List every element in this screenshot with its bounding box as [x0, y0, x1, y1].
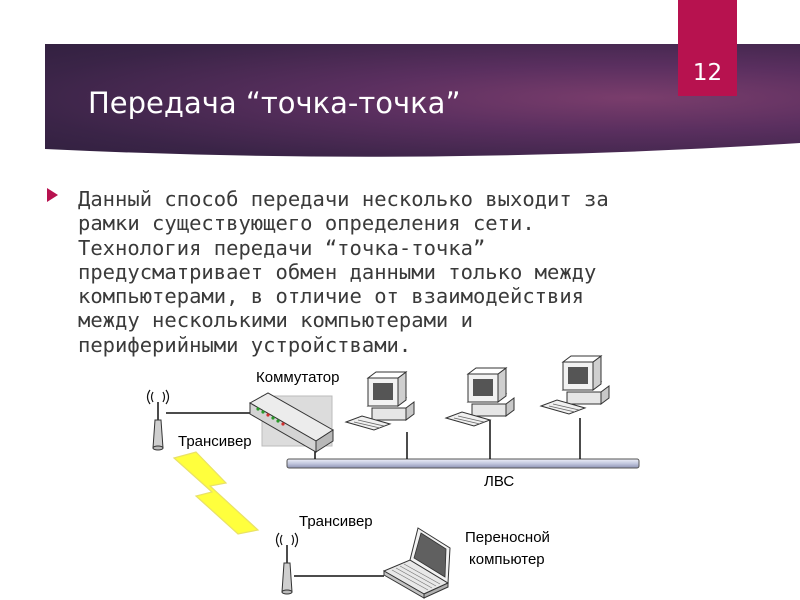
- laptop-label: Переносной: [465, 529, 550, 546]
- page-number: 12: [692, 60, 723, 86]
- wireless-lightning-icon: [172, 451, 260, 535]
- lan-label: ЛВС: [484, 473, 515, 490]
- switch-icon: [248, 392, 334, 453]
- slide-title: Передача “точка-точка”: [88, 86, 461, 120]
- transceiver-label: Трансивер: [299, 513, 373, 530]
- page-number-box: [678, 0, 737, 96]
- transceiver-icon: [275, 532, 299, 595]
- body-line: компьютерами, в отличие от взаимодействи…: [78, 284, 585, 309]
- transceiver-label: Трансивер: [178, 433, 252, 450]
- body-line: Технология передачи “точка-точка”: [78, 235, 486, 260]
- desktop-computer-icon: [445, 367, 515, 427]
- body-text: Данный способ передачи несколько выходит…: [78, 187, 768, 357]
- lan-bus: [286, 458, 640, 469]
- bullet-icon: [47, 188, 58, 202]
- banner-curve: [45, 143, 800, 165]
- laptop-icon: [382, 527, 451, 599]
- body-line: рамки существующего определения сети.: [78, 211, 535, 236]
- transceiver-icon: [146, 389, 170, 451]
- desktop-computer-icon: [345, 371, 415, 431]
- body-line: периферийными устройствами.: [78, 332, 412, 357]
- body-line: Данный способ передачи несколько выходит…: [78, 187, 609, 211]
- switch-label: Коммутатор: [256, 369, 340, 386]
- body-line: между несколькими компьютерами и: [78, 308, 473, 333]
- body-line: предусматривает обмен данными только меж…: [78, 259, 597, 284]
- desktop-computer-icon: [540, 355, 610, 415]
- title-banner: [45, 44, 800, 165]
- laptop-label: компьютер: [469, 551, 545, 568]
